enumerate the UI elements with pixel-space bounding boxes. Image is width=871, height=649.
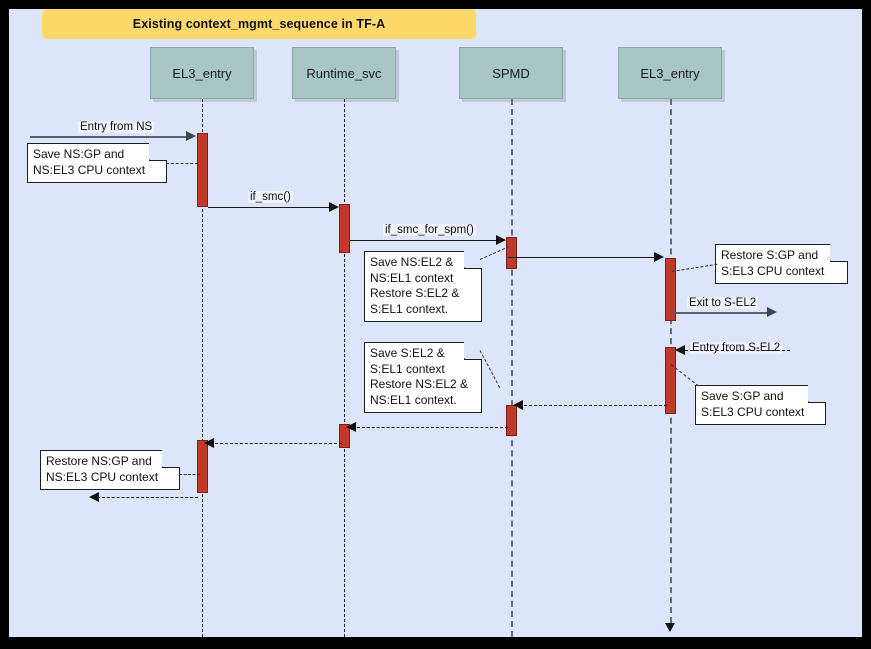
- message-line-spmd-to-el3-entry-right: [508, 257, 655, 258]
- lifeline-label: SPMD: [492, 65, 530, 81]
- note-line: Save S:GP and: [701, 389, 784, 403]
- note-fold-corner-icon: [464, 341, 482, 360]
- arrowhead-left-icon: [675, 345, 685, 355]
- note-fold-corner-icon: [464, 250, 482, 269]
- note-line: S:EL3 CPU context: [721, 263, 825, 278]
- note-leader-line: [166, 163, 198, 164]
- lifeline-label: Runtime_svc: [306, 65, 382, 81]
- lifeline-head-runtime-svc[interactable]: Runtime_svc: [292, 47, 396, 99]
- message-line-el3-entry-right-to-spmd: [519, 405, 667, 406]
- note-save-ns-gp: Save NS:GP and NS:EL3 CPU context: [27, 142, 167, 183]
- diagram-canvas: Existing context_mgmt_sequence in TF-A E…: [9, 9, 862, 637]
- diagram-title-banner: Existing context_mgmt_sequence in TF-A: [42, 9, 476, 39]
- note-save-s-el2: Save S:EL2 & S:EL1 context Restore NS:EL…: [364, 341, 482, 413]
- lifeline-head-el3-entry-left[interactable]: EL3_entry: [150, 47, 254, 99]
- arrowhead-right-icon: [329, 202, 339, 212]
- note-line: S:EL1 context.: [370, 301, 449, 316]
- page-title: Existing context_mgmt_sequence in TF-A: [132, 17, 386, 31]
- message-line-entry-from-s-el2: [680, 350, 790, 351]
- arrowhead-right-icon: [186, 131, 196, 141]
- lifeline-end-arrow-icon: [665, 623, 675, 632]
- arrowhead-left-icon: [89, 492, 99, 502]
- arrowhead-left-icon: [204, 438, 214, 448]
- arrowhead-right-icon: [654, 252, 664, 262]
- note-line: Restore NS:EL2 &: [370, 377, 469, 391]
- note-line: NS:EL3 CPU context: [33, 162, 146, 177]
- message-line-exit-from-el3-entry-left: [97, 497, 198, 498]
- activation-bar-el3-entry-left-1: [197, 133, 208, 207]
- note-line: NS:EL3 CPU context: [46, 469, 159, 484]
- note-line: Save NS:EL2 &: [370, 255, 454, 269]
- activation-bar-el3-entry-left-2: [197, 440, 208, 493]
- note-line: Restore S:EL2 &: [370, 286, 460, 300]
- lifeline-head-spmd[interactable]: SPMD: [459, 47, 563, 99]
- note-line: Save S:EL2 &: [370, 346, 445, 360]
- message-label-if-smc-for-spm: if_smc_for_spm(): [383, 224, 476, 236]
- message-label-entry-from-ns: Entry from NS: [78, 121, 155, 133]
- note-save-ns-el2: Save NS:EL2 & NS:EL1 context Restore S:E…: [364, 250, 482, 322]
- note-leader-line: [179, 474, 200, 475]
- lifeline-stem-el3-entry-left: [202, 99, 203, 637]
- message-line-entry-from-ns: [30, 136, 188, 138]
- message-label-entry-from-s-el2: Entry from S-EL2: [690, 342, 783, 354]
- lifeline-label: EL3_entry: [640, 65, 700, 81]
- note-line: Save NS:GP and: [33, 147, 125, 161]
- note-line: NS:EL1 context.: [370, 392, 457, 407]
- note-line: Restore NS:GP and: [46, 454, 152, 468]
- note-restore-s-gp: Restore S:GP and S:EL3 CPU context: [715, 243, 848, 284]
- message-line-exit-to-s-el2: [671, 312, 769, 314]
- note-leader-line: [671, 263, 718, 272]
- activation-bar-el3-entry-right-1: [665, 258, 676, 321]
- activation-bar-spmd-1: [506, 237, 517, 269]
- message-label-exit-to-s-el2: Exit to S-EL2: [687, 297, 759, 309]
- note-leader-line: [479, 246, 510, 260]
- activation-bar-el3-entry-right-2: [665, 347, 676, 414]
- note-fold-corner-icon: [808, 384, 826, 403]
- note-line: NS:EL1 context: [370, 270, 454, 285]
- note-line: Restore S:GP and: [721, 248, 819, 262]
- lifeline-label: EL3_entry: [172, 65, 232, 81]
- arrowhead-left-icon: [346, 422, 356, 432]
- activation-bar-spmd-2: [506, 405, 517, 436]
- note-fold-corner-icon: [830, 243, 848, 262]
- message-line-runtime-svc-to-el3-entry-left: [210, 443, 342, 444]
- activation-bar-runtime-svc-2: [339, 424, 350, 448]
- message-line-if-smc-for-spm: [350, 240, 497, 241]
- note-save-s-gp: Save S:GP and S:EL3 CPU context: [695, 384, 826, 425]
- note-fold-corner-icon: [149, 142, 167, 161]
- activation-bar-runtime-svc-1: [339, 204, 350, 253]
- lifeline-stem-runtime-svc: [344, 99, 345, 637]
- arrowhead-right-icon: [496, 235, 506, 245]
- note-line: S:EL1 context: [370, 361, 445, 376]
- message-line-if-smc: [208, 207, 330, 208]
- arrowhead-left-icon: [513, 400, 523, 410]
- note-line: S:EL3 CPU context: [701, 404, 805, 419]
- note-leader-line: [479, 350, 501, 388]
- message-line-spmd-to-runtime-svc: [352, 427, 508, 428]
- note-fold-corner-icon: [162, 449, 180, 468]
- note-restore-ns-gp: Restore NS:GP and NS:EL3 CPU context: [40, 449, 180, 490]
- arrowhead-right-icon: [767, 307, 777, 317]
- lifeline-stem-spmd: [511, 99, 513, 637]
- lifeline-head-el3-entry-right[interactable]: EL3_entry: [618, 47, 722, 99]
- message-label-if-smc: if_smc(): [248, 191, 293, 203]
